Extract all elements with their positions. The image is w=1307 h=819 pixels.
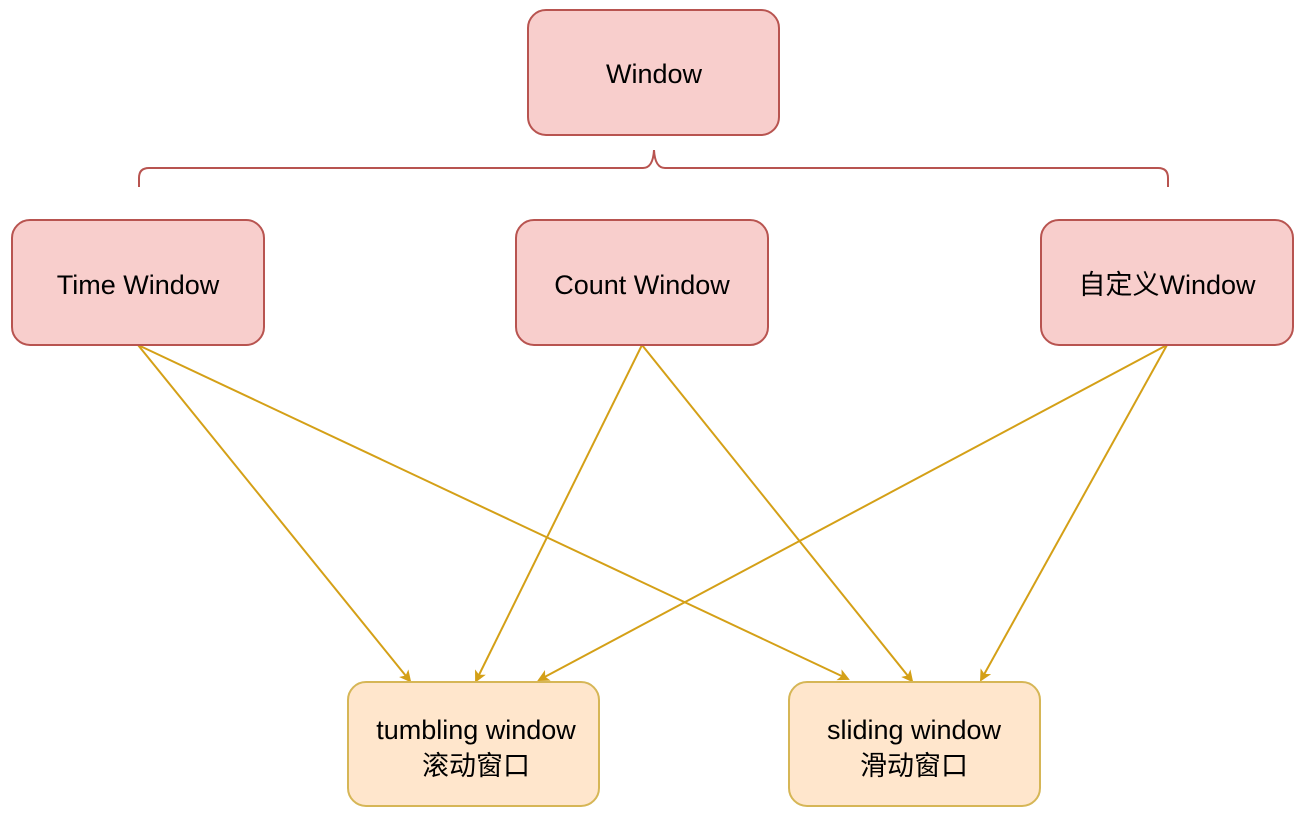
edge-time-to-tumbling — [137, 344, 412, 683]
edge-custom-to-sliding — [980, 344, 1168, 682]
node-sliding-window-line1: sliding window — [827, 715, 1002, 745]
edge-count-to-tumbling — [475, 344, 643, 683]
node-count-window-label: Count Window — [554, 270, 730, 300]
edge-custom-to-tumbling — [537, 344, 1168, 681]
edge-time-to-sliding — [137, 344, 850, 681]
edge-count-to-sliding — [641, 344, 914, 683]
edges-group — [137, 344, 1168, 683]
node-window[interactable]: Window — [527, 9, 780, 136]
node-time-window[interactable]: Time Window — [11, 219, 265, 346]
node-count-window[interactable]: Count Window — [515, 219, 769, 346]
node-window-label: Window — [606, 59, 703, 89]
node-time-window-label: Time Window — [57, 270, 220, 300]
node-sliding-window[interactable]: sliding window 滑动窗口 — [788, 681, 1041, 807]
node-tumbling-window-line1: tumbling window — [376, 715, 576, 745]
node-sliding-window-line2: 滑动窗口 — [860, 751, 968, 781]
node-custom-window-label: 自定义Window — [1078, 270, 1256, 300]
grouping-brace — [138, 149, 1169, 187]
node-custom-window[interactable]: 自定义Window — [1040, 219, 1294, 346]
node-tumbling-window-line2: 滚动窗口 — [422, 751, 530, 781]
node-tumbling-window[interactable]: tumbling window 滚动窗口 — [347, 681, 600, 807]
